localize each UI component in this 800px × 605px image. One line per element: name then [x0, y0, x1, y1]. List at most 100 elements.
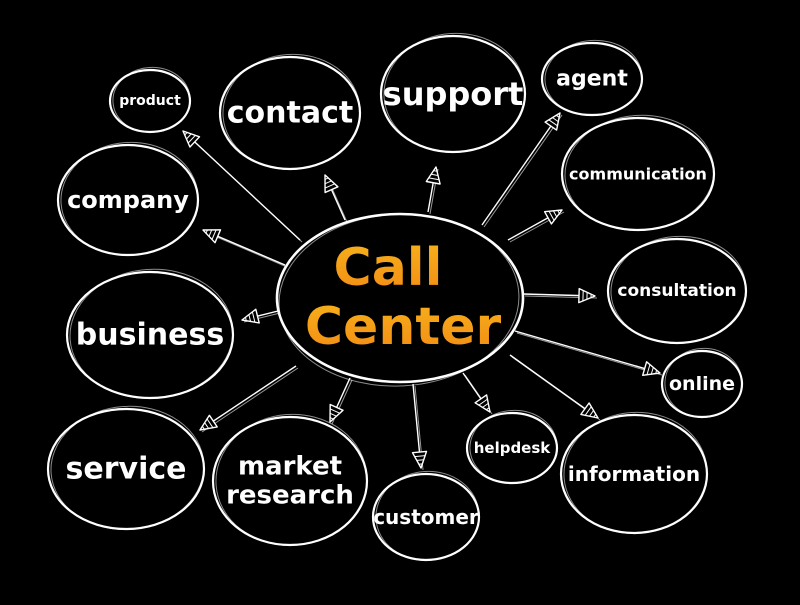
node-bubble-sketch-line [375, 470, 480, 561]
node-label-online: online [669, 373, 735, 395]
arrowhead-hatch [187, 134, 196, 144]
center-title-line-2: Center [305, 297, 502, 357]
node-label-product: product [119, 93, 181, 109]
connector-line [481, 112, 561, 226]
node-online: online [660, 347, 744, 419]
node-business: business [65, 268, 235, 400]
node-label-consultation: consultation [617, 281, 736, 301]
arrowhead-hatch [324, 177, 329, 180]
arrowhead-hatch [548, 210, 555, 221]
arrowhead-hatch [431, 173, 439, 176]
node-bubble-sketch-line [69, 268, 234, 399]
node-bubble-sketch-line [610, 235, 747, 344]
node-product: product [108, 66, 192, 134]
arrowhead-hatch [433, 170, 438, 172]
connector-contact [324, 174, 348, 223]
arrowhead-hatch [211, 229, 217, 240]
connector-online [514, 330, 663, 376]
center-title-line-1: Call [334, 238, 443, 298]
arrowhead-hatch [486, 407, 490, 411]
connector-consultation [522, 287, 598, 304]
arrowhead-hatch [650, 367, 654, 375]
central-topic: Call Center [275, 212, 525, 387]
arrowhead [182, 130, 201, 148]
node-company: company [56, 141, 200, 257]
node-bubble-sketch-line [564, 114, 715, 231]
arrowhead-hatch [646, 364, 651, 375]
node-label-business: business [76, 318, 224, 353]
arrowhead-hatch [201, 426, 205, 430]
arrowhead-hatch [416, 459, 424, 461]
node-customer: customer [371, 470, 481, 562]
arrowhead-hatch [324, 180, 332, 185]
node-label-customer: customer [373, 505, 479, 529]
connector-communication [507, 209, 565, 243]
connector-sketch-line [184, 132, 303, 243]
arrowhead [324, 174, 339, 194]
node-support: support [379, 32, 527, 154]
arrowhead-hatch [593, 413, 597, 418]
connector-sketch-line [483, 114, 563, 228]
node-bubble-sketch-line [60, 141, 199, 256]
central-bubble-sketch-line [278, 213, 520, 387]
arrowhead [580, 402, 599, 419]
node-helpdesk: helpdesk [465, 409, 559, 485]
connector-company [202, 229, 288, 268]
arrowhead-hatch [245, 317, 247, 321]
arrowhead-hatch [557, 210, 560, 214]
connector-information [509, 354, 601, 421]
arrowhead [329, 403, 344, 423]
arrowhead-hatch [482, 402, 489, 408]
connector-line [514, 330, 661, 374]
arrowhead-hatch [205, 229, 208, 234]
node-label-communication: communication [569, 165, 707, 184]
node-bubble-sketch-line [469, 409, 558, 484]
connector-sketch-line [204, 231, 288, 268]
node-bubble-sketch-line [383, 32, 526, 153]
arrowhead-hatch [414, 455, 426, 458]
node-label-contact: contact [227, 96, 353, 131]
node-label-helpdesk: helpdesk [474, 439, 552, 457]
node-bubble-sketch-line [222, 53, 361, 170]
connector-business [241, 308, 281, 324]
arrowhead-hatch [428, 177, 440, 181]
arrowhead-hatch [329, 408, 340, 414]
node-label-information: information [568, 462, 700, 486]
node-information: information [559, 411, 709, 535]
arrowhead-hatch [184, 132, 188, 136]
connector-sketch-line [516, 332, 663, 376]
arrowhead-hatch [329, 417, 334, 420]
node-bubble-sketch-line [664, 347, 743, 418]
arrowhead-hatch [204, 422, 210, 429]
arrowhead-hatch [248, 314, 252, 322]
node-agent: agent [540, 39, 644, 117]
connector-support [425, 166, 441, 215]
arrowhead-hatch [206, 418, 214, 428]
node-bubble-sketch-line [50, 405, 205, 530]
connector-product [182, 130, 303, 243]
arrowhead-hatch [584, 406, 592, 416]
arrowhead-hatch [552, 117, 559, 123]
node-communication: communication [560, 114, 716, 232]
arrowhead-hatch [251, 311, 256, 323]
node-bubble-sketch-line [215, 413, 368, 546]
node-label-service: service [66, 452, 187, 487]
node-bubble-sketch-line [544, 39, 643, 116]
connector-service [199, 365, 299, 433]
connector-layer [182, 112, 663, 471]
arrowhead-hatch [186, 133, 192, 140]
arrowhead-hatch [208, 229, 213, 237]
connector-customer [411, 383, 428, 471]
arrowhead [202, 229, 222, 244]
arrowhead-hatch [552, 210, 558, 218]
node-label-company: company [67, 186, 189, 214]
connector-market-research [329, 377, 353, 425]
node-contact: contact [218, 53, 362, 171]
arrowhead-hatch [329, 412, 337, 417]
arrowhead-hatch [324, 183, 335, 189]
node-service: service [46, 405, 206, 531]
node-bubble-sketch-line [563, 411, 708, 534]
node-label-market-research-line-2: research [226, 481, 354, 511]
